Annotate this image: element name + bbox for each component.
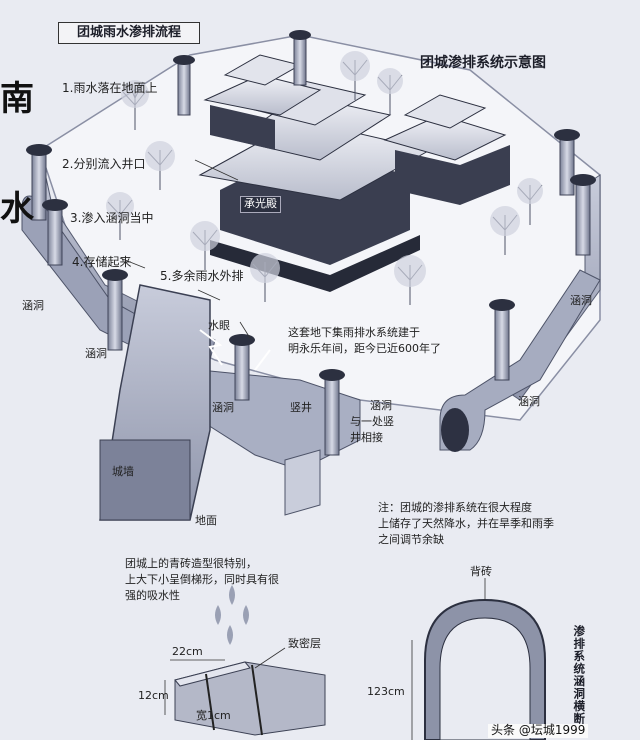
culvert-label-right-2: 涵洞 bbox=[518, 395, 540, 408]
shaft bbox=[319, 369, 345, 456]
culvert-link-label-2: 与一处竖 bbox=[350, 415, 394, 428]
history-note-line-1: 这套地下集雨排水系统建于 bbox=[288, 326, 420, 339]
culvert-section-title: 渗排系统涵洞横断 bbox=[572, 625, 587, 725]
diagram-title: 团城渗排系统示意图 bbox=[420, 55, 546, 71]
culvert-height-label: 123cm bbox=[367, 685, 405, 698]
shaft bbox=[42, 199, 68, 266]
brick-seam-label: 宽1cm bbox=[196, 709, 231, 722]
shaft bbox=[229, 334, 255, 401]
hall-label: 承光殿 bbox=[240, 196, 281, 213]
side-glyph-top: 南 bbox=[0, 79, 34, 119]
culvert-right-opening bbox=[441, 408, 469, 452]
leader-lines bbox=[119, 159, 251, 339]
culvert-label-left: 涵洞 bbox=[22, 299, 44, 312]
flow-title: 团城雨水渗排流程 bbox=[58, 22, 200, 44]
brick-gap-label: 致密层 bbox=[288, 637, 321, 650]
vertical-shaft-label: 竖井 bbox=[290, 401, 312, 414]
side-glyph-bottom: 水 bbox=[0, 189, 34, 229]
brick-note-line-1: 团城上的青砖造型很特别， bbox=[125, 557, 257, 570]
culvert-label-right-1: 涵洞 bbox=[570, 294, 592, 307]
step-4: 4.存储起来 bbox=[72, 255, 132, 269]
shaft bbox=[173, 55, 195, 116]
brick-height-label: 12cm bbox=[138, 689, 169, 702]
watermark: 头条 @坛城1999 bbox=[488, 723, 589, 738]
annotation-note-line-2: 上储存了天然降水，并在旱季和雨季 bbox=[378, 516, 554, 530]
history-note: 这套地下集雨排水系统建于 明永乐年间，距今已近600年了 bbox=[288, 325, 441, 357]
shaft bbox=[102, 269, 128, 351]
annotation-note-line-3: 之间调节余缺 bbox=[378, 532, 444, 546]
side-hall-right bbox=[383, 94, 510, 205]
drainage-shafts bbox=[26, 30, 596, 456]
culvert-label-left-2: 涵洞 bbox=[85, 347, 107, 360]
brick-note-line-2: 上大下小呈倒梯形，同时具有很 bbox=[125, 572, 279, 586]
brick-width-label: 22cm bbox=[172, 645, 203, 658]
brick-detail bbox=[164, 585, 326, 736]
shaft bbox=[489, 299, 515, 381]
culvert-link-label-3: 井相接 bbox=[350, 431, 383, 444]
culvert-link-label-1: 涵洞 bbox=[370, 399, 392, 412]
trees bbox=[106, 51, 543, 305]
annotation-note: 注：团城的渗排系统在很大程度 上储存了天然降水，并在旱季和雨季 之间调节余缺 bbox=[378, 500, 554, 548]
shaft bbox=[570, 174, 596, 256]
side-hall-left bbox=[203, 54, 322, 150]
culvert-right bbox=[439, 269, 601, 451]
step-2: 2.分别流入井口 bbox=[62, 157, 146, 171]
culvert-label-center: 涵洞 bbox=[212, 401, 234, 414]
brick-note: 团城上的青砖造型很特别， 上大下小呈倒梯形，同时具有很 强的吸水性 bbox=[125, 556, 279, 604]
brick-note-line-3: 强的吸水性 bbox=[125, 588, 180, 602]
step-3: 3.渗入涵洞当中 bbox=[70, 211, 154, 225]
shaft bbox=[26, 144, 52, 221]
water-outlet-label: 水眼 bbox=[208, 319, 230, 332]
shaft bbox=[289, 30, 311, 86]
step-1: 1.雨水落在地面上 bbox=[62, 81, 158, 95]
ground-label: 地面 bbox=[195, 514, 217, 527]
history-note-line-2: 明永乐年间，距今已近600年了 bbox=[288, 341, 441, 355]
culvert-center-shaft bbox=[284, 449, 321, 516]
step-5: 5.多余雨水外排 bbox=[160, 269, 244, 283]
flow-arrows bbox=[199, 329, 271, 371]
wall-label: 城墙 bbox=[112, 465, 134, 478]
culvert-arch-label: 背砖 bbox=[470, 565, 492, 578]
culvert-cross-section bbox=[411, 578, 546, 740]
wall-cutaway-face bbox=[99, 439, 191, 521]
annotation-note-line-1: 注：团城的渗排系统在很大程度 bbox=[378, 501, 532, 514]
